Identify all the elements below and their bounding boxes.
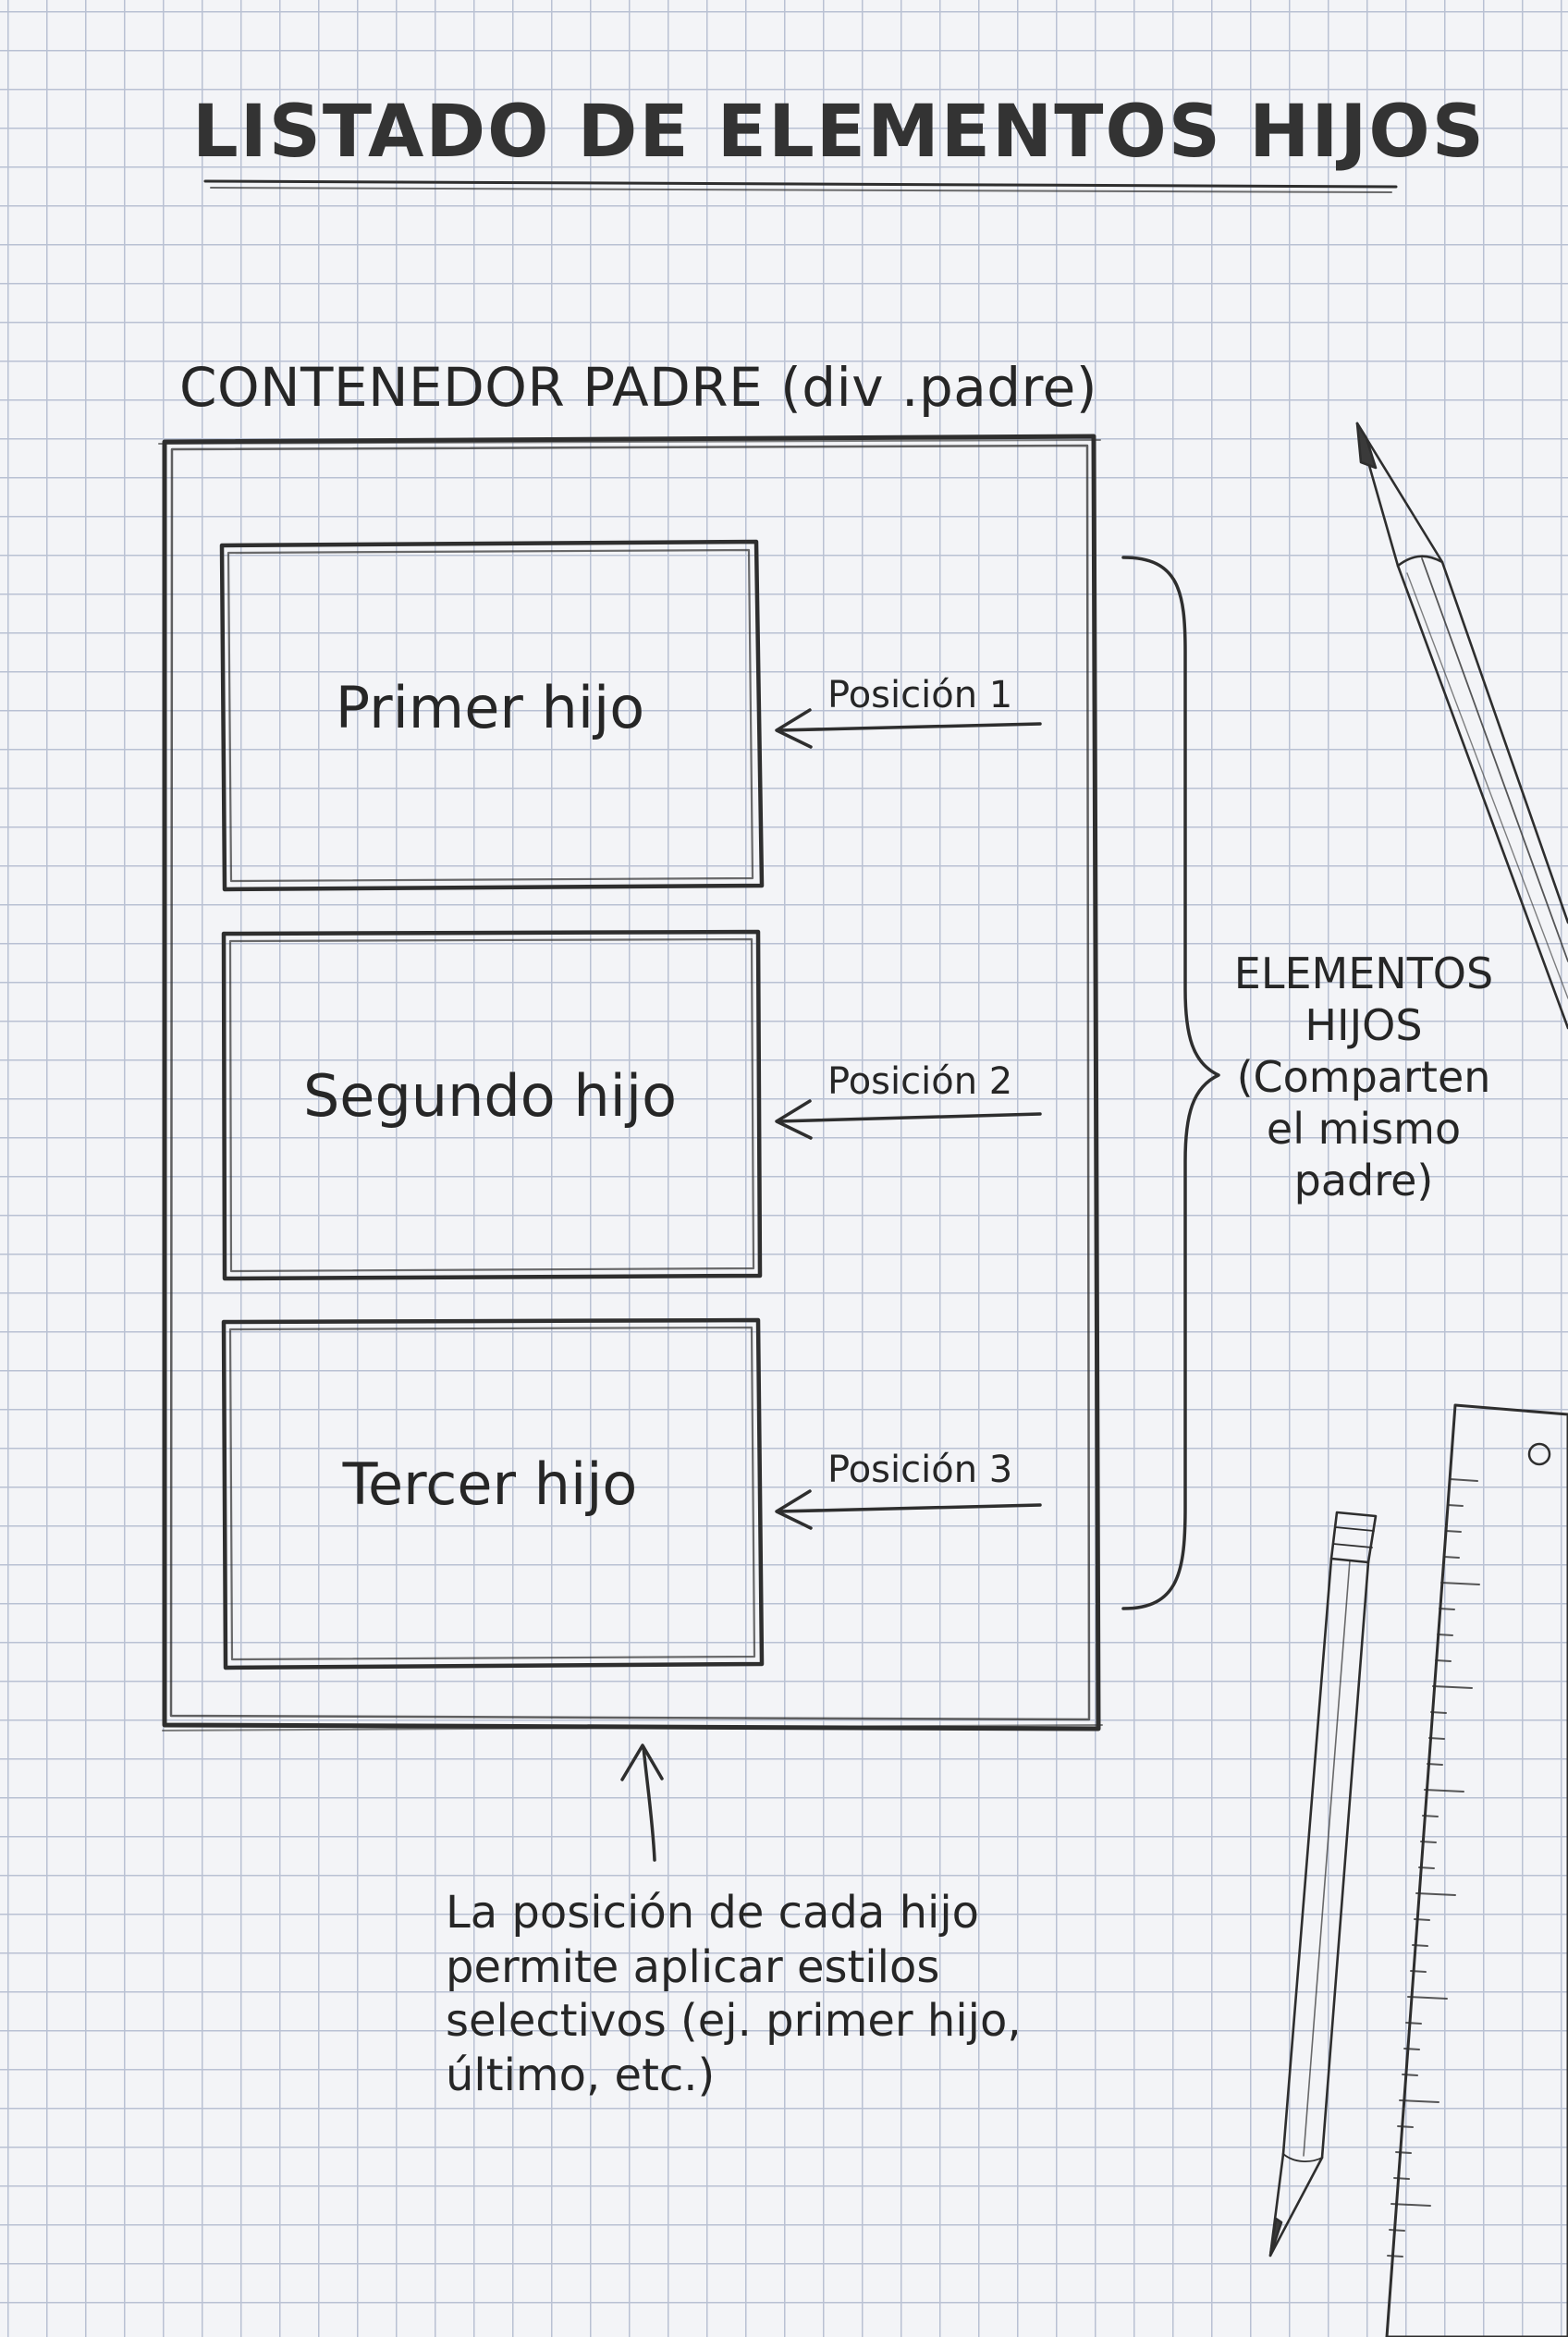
note-line: permite aplicar estilos xyxy=(446,1940,940,1993)
siblings-label: ELEMENTOS HIJOS (Comparten el mismo padr… xyxy=(1211,948,1516,1207)
curly-brace xyxy=(1121,556,1220,1610)
pencil-icon xyxy=(1268,1511,1378,2257)
child-box-2 xyxy=(221,929,763,1281)
child-label-3: Tercer hijo xyxy=(342,1450,638,1518)
siblings-label-line: ELEMENTOS xyxy=(1233,948,1494,998)
siblings-label-line: HIJOS xyxy=(1305,1000,1423,1051)
note-line: último, etc.) xyxy=(446,2049,716,2101)
page-title: LISTADO DE ELEMENTOS HIJOS xyxy=(192,91,1486,174)
position-arrow-2 xyxy=(775,1099,1042,1140)
parent-container-label: CONTENEDOR PADRE (div .padre) xyxy=(179,356,1097,419)
note-line: La posición de cada hijo xyxy=(446,1887,980,1939)
child-box-3 xyxy=(221,1317,765,1670)
siblings-label-line: (Comparten xyxy=(1236,1052,1491,1103)
position-arrow-1 xyxy=(775,708,1042,749)
siblings-label-line: el mismo xyxy=(1266,1104,1462,1155)
child-box-1 xyxy=(219,539,765,892)
pencil-icon xyxy=(1355,422,1568,1030)
ruler-icon xyxy=(1385,1403,1568,2337)
parent-container xyxy=(158,434,1103,1731)
position-note: La posición de cada hijo permite aplicar… xyxy=(446,1886,1111,2102)
position-label-3: Posición 3 xyxy=(827,1449,1013,1491)
siblings-label-line: padre) xyxy=(1293,1156,1434,1206)
child-label-1: Primer hijo xyxy=(335,674,645,741)
position-arrow-3 xyxy=(775,1489,1042,1530)
note-arrow xyxy=(620,1744,664,1862)
position-label-2: Posición 2 xyxy=(827,1060,1013,1103)
note-line: selectivos (ej. primer hijo, xyxy=(446,1995,1022,2048)
title-underline xyxy=(203,179,1398,193)
child-label-2: Segundo hijo xyxy=(302,1062,678,1130)
position-label-1: Posición 1 xyxy=(827,674,1013,716)
